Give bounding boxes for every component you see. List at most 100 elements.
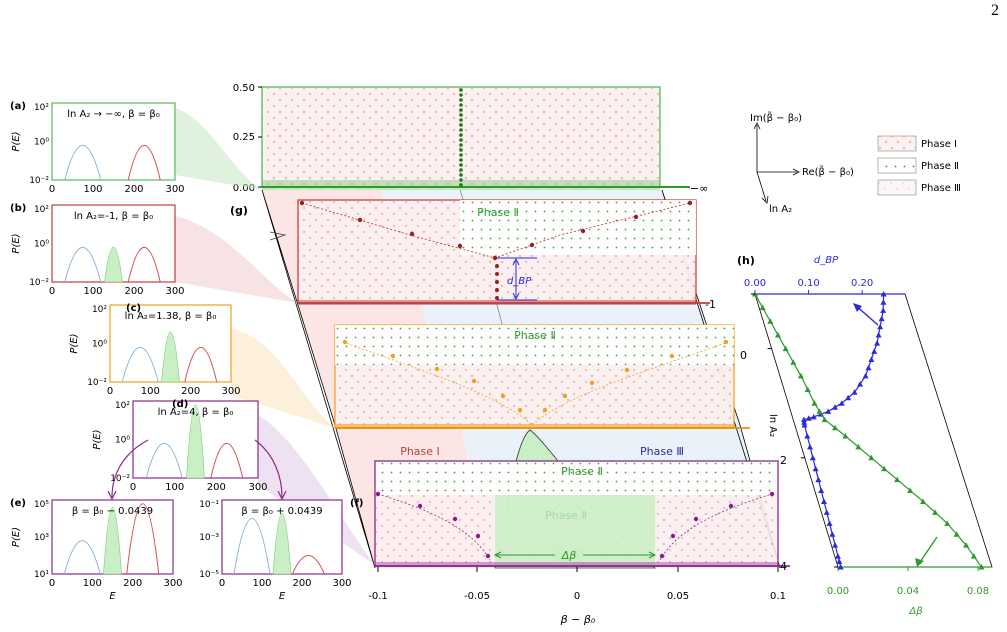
- blue-peak: [233, 518, 271, 575]
- top-dot: [459, 93, 463, 97]
- red-peak: [127, 247, 161, 283]
- h-top-xtick: 0.00: [744, 278, 766, 289]
- top-dot: [459, 133, 463, 137]
- g-rtick-3: 4: [780, 560, 787, 573]
- h-ylabel: ln A₂: [767, 414, 778, 437]
- g-xtick-0: -0.1: [368, 591, 388, 602]
- panel-f-ytick: 10⁻³: [199, 533, 219, 543]
- h-top-xtick: 0.20: [851, 278, 873, 289]
- g-xlabel: β − β₀: [560, 613, 596, 626]
- top-dot: [459, 168, 463, 172]
- panel-d-xtick: 200: [207, 482, 226, 493]
- top-dot: [459, 173, 463, 177]
- panel-a-xtick: 300: [165, 184, 184, 195]
- panel-e-ylabel: P(E): [11, 527, 22, 547]
- panel-d-ytick: 10⁰: [115, 436, 130, 446]
- panel-d-xtick: 100: [165, 482, 184, 493]
- panel-e-label: (e): [10, 498, 26, 509]
- top-dot: [459, 113, 463, 117]
- panel-g: 0.50 0.25 0.00 −∞ (g) Phase Ⅱ d_BP -1: [230, 83, 790, 626]
- g-ytick-0: 0.50: [233, 83, 255, 94]
- top-dot: [459, 118, 463, 122]
- panel-b-xtick: 0: [49, 286, 55, 297]
- panel-f-title: β = β₀ + 0.0439: [241, 506, 322, 517]
- phase2-label-d: Phase Ⅱ: [561, 465, 603, 478]
- red-peak: [126, 503, 160, 575]
- panel-f-xlabel: E: [279, 591, 286, 602]
- panel-e-xtick: 300: [163, 578, 182, 589]
- panel-a-ytick: 10⁻²: [29, 176, 49, 186]
- blue-peak: [64, 145, 102, 181]
- top-dot: [459, 183, 463, 187]
- panel-e-xlabel: E: [109, 591, 116, 602]
- panel-f-xtick: 300: [332, 578, 351, 589]
- phase3-label: Phase Ⅲ: [640, 445, 684, 458]
- panel-c-ylabel: P(E): [69, 333, 80, 353]
- panel-a-xtick: 0: [49, 184, 55, 195]
- top-dot: [459, 163, 463, 167]
- top-dot: [459, 108, 463, 112]
- panel-a-ytick: 10⁰: [34, 138, 49, 148]
- panel-b-ytick: 10²: [34, 205, 49, 215]
- panel-c-xtick: 100: [141, 386, 160, 397]
- g-xtick-3: 0.05: [667, 591, 689, 602]
- top-dot: [459, 123, 463, 127]
- panel-f-ytick: 10⁻⁵: [199, 570, 219, 580]
- panel-e-xtick: 0: [49, 578, 55, 589]
- top-dot: [459, 88, 463, 92]
- g-xtick-1: -0.05: [464, 591, 490, 602]
- phase2-label-b: Phase Ⅱ: [477, 206, 519, 219]
- panel-d-ytick: 10²: [115, 401, 130, 411]
- panel-d-ytick: 10⁻²: [110, 474, 130, 484]
- panel-b-label: (b): [10, 203, 26, 214]
- re-axis-label: Re(β̃ − β₀): [802, 164, 854, 178]
- g-rtick-1: 0: [740, 349, 747, 362]
- panel-c-ytick: 10⁻²: [87, 378, 107, 388]
- h-bottom-xtick: 0.04: [897, 586, 919, 597]
- top-dot: [459, 103, 463, 107]
- arrow-d-to-f: [254, 439, 283, 498]
- panel-f-label: (f): [350, 498, 364, 509]
- blue-peak: [64, 247, 102, 283]
- panel-f-xtick: 200: [292, 578, 311, 589]
- panel-e-xtick: 200: [123, 578, 142, 589]
- green-peak: [161, 331, 180, 383]
- h-bottom-xtick: 0.00: [827, 586, 849, 597]
- panel-d-label: (d): [172, 399, 188, 410]
- h-bottom-xtick: 0.08: [967, 586, 989, 597]
- top-dotted-line: [459, 88, 463, 187]
- panel-e-ytick: 10³: [34, 533, 49, 543]
- panel-b-ylabel: P(E): [11, 233, 22, 253]
- panel-d-xtick: 300: [248, 482, 267, 493]
- panel-b-ytick: 10⁻²: [29, 278, 49, 288]
- panel-c-label: (c): [126, 303, 141, 314]
- g-rtick-0: -1: [705, 298, 716, 311]
- legend-item-2: Phase Ⅱ: [921, 161, 959, 172]
- red-peak: [127, 145, 161, 181]
- panel-f-xtick: 0: [219, 578, 225, 589]
- phase1-label: Phase Ⅰ: [400, 445, 440, 458]
- phase2-label-c: Phase Ⅱ: [514, 329, 556, 342]
- h-top-xtick: 0.10: [797, 278, 819, 289]
- panel-h-label: (h): [737, 254, 755, 267]
- panel-f-xtick: 100: [252, 578, 271, 589]
- ln-axis-label: ln A₂: [769, 204, 792, 215]
- h-top-axis-label: d_BP: [814, 255, 839, 266]
- blue-peak: [121, 347, 159, 383]
- page-number: 2: [991, 2, 999, 19]
- blue-peak: [63, 540, 101, 575]
- panel-a-label: (a): [10, 101, 26, 112]
- panel-f-ytick: 10⁻¹: [199, 500, 219, 510]
- minus-infinity-label: −∞: [690, 182, 708, 195]
- panel-c-xtick: 300: [221, 386, 240, 397]
- top-dot: [459, 98, 463, 102]
- panel-d-title: ln A₂=4, β = β₀: [158, 407, 234, 418]
- g-rtick-2: 2: [780, 454, 787, 467]
- dbp-label: d_BP: [507, 276, 532, 287]
- red-peak: [291, 555, 325, 575]
- green-peak: [272, 513, 292, 575]
- top-plane: [261, 86, 661, 188]
- panel-a-ylabel: P(E): [11, 131, 22, 151]
